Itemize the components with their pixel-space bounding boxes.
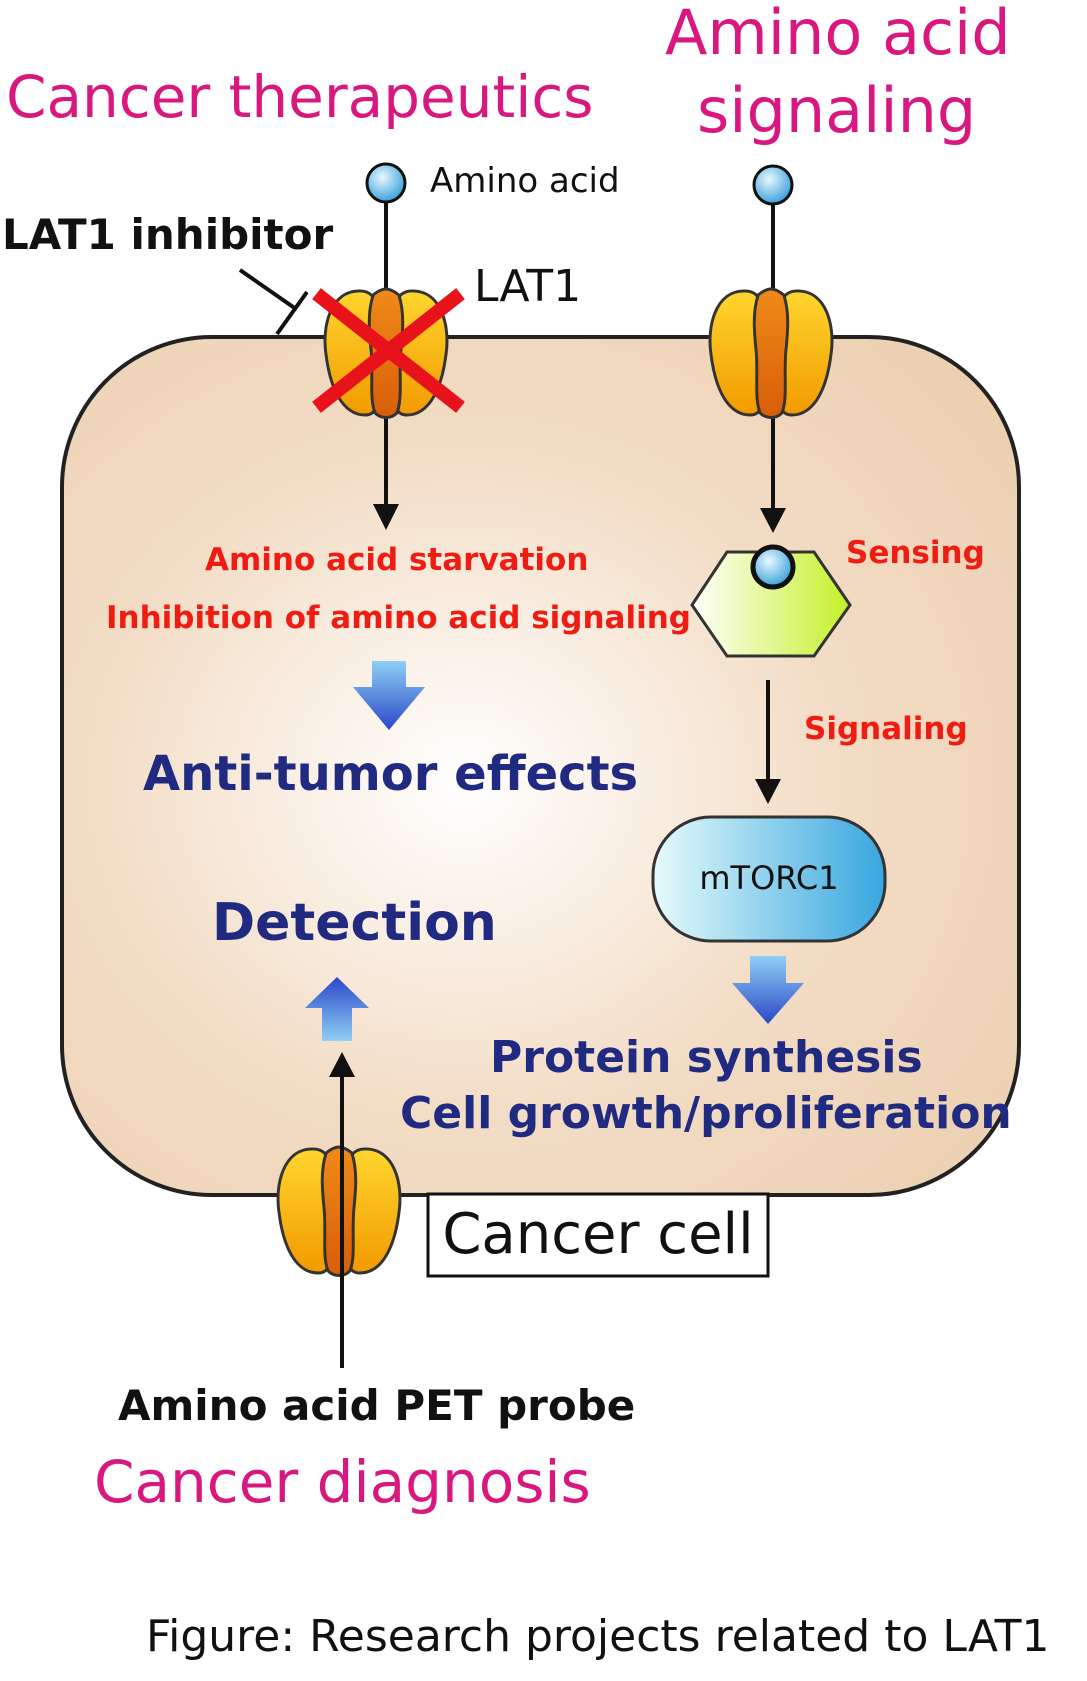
amino-acid-label: Amino acid xyxy=(430,161,620,201)
downward-block-arrow-left xyxy=(353,661,425,730)
amino-acid-icon xyxy=(365,162,407,204)
uptake-arrowhead-left xyxy=(373,504,399,530)
cell-growth-label: Cell growth/proliferation xyxy=(400,1088,1012,1139)
heading-cancer-diagnosis: Cancer diagnosis xyxy=(94,1448,591,1516)
lat1-transporter-bottom-icon xyxy=(276,1145,402,1277)
amino-acid-starvation-label: Amino acid starvation xyxy=(205,542,589,578)
upward-block-arrow xyxy=(305,977,369,1041)
pet-probe-label: Amino acid PET probe xyxy=(118,1381,636,1430)
lat1-transporter-right-icon xyxy=(708,287,834,419)
lat1-label: LAT1 xyxy=(474,261,582,312)
inhibitor-tbar-icon xyxy=(238,268,309,336)
heading-amino-acid-signaling-line1: Amino acid xyxy=(665,0,1011,69)
signaling-arrowhead xyxy=(755,779,781,804)
inhibition-cross-icon xyxy=(312,288,465,413)
protein-synthesis-label: Protein synthesis xyxy=(490,1032,923,1083)
heading-cancer-therapeutics: Cancer therapeutics xyxy=(6,63,594,131)
amino-acid-icon-right xyxy=(752,164,794,206)
detection-label: Detection xyxy=(212,893,497,953)
pet-probe-arrowhead xyxy=(329,1052,355,1077)
bound-amino-acid-icon xyxy=(750,544,796,590)
cancer-cell-label-box xyxy=(426,1192,770,1278)
sensing-label: Sensing xyxy=(846,535,985,571)
figure-caption: Figure: Research projects related to LAT… xyxy=(146,1611,1050,1662)
sensor-hexagon-icon xyxy=(690,550,852,658)
mtorc1-complex xyxy=(651,815,887,943)
signaling-label: Signaling xyxy=(804,711,968,747)
mtorc1-label: mTORC1 xyxy=(699,859,839,897)
lat1-inhibitor-label: LAT1 inhibitor xyxy=(2,210,334,259)
cancer-cell-label: Cancer cell xyxy=(442,1202,754,1267)
downward-block-arrow-right xyxy=(732,956,804,1024)
anti-tumor-effects-label: Anti-tumor effects xyxy=(143,746,639,802)
heading-amino-acid-signaling-line2: signaling xyxy=(697,74,977,147)
inhibition-signaling-label: Inhibition of amino acid signaling xyxy=(106,600,691,636)
uptake-arrowhead-right xyxy=(760,508,786,533)
